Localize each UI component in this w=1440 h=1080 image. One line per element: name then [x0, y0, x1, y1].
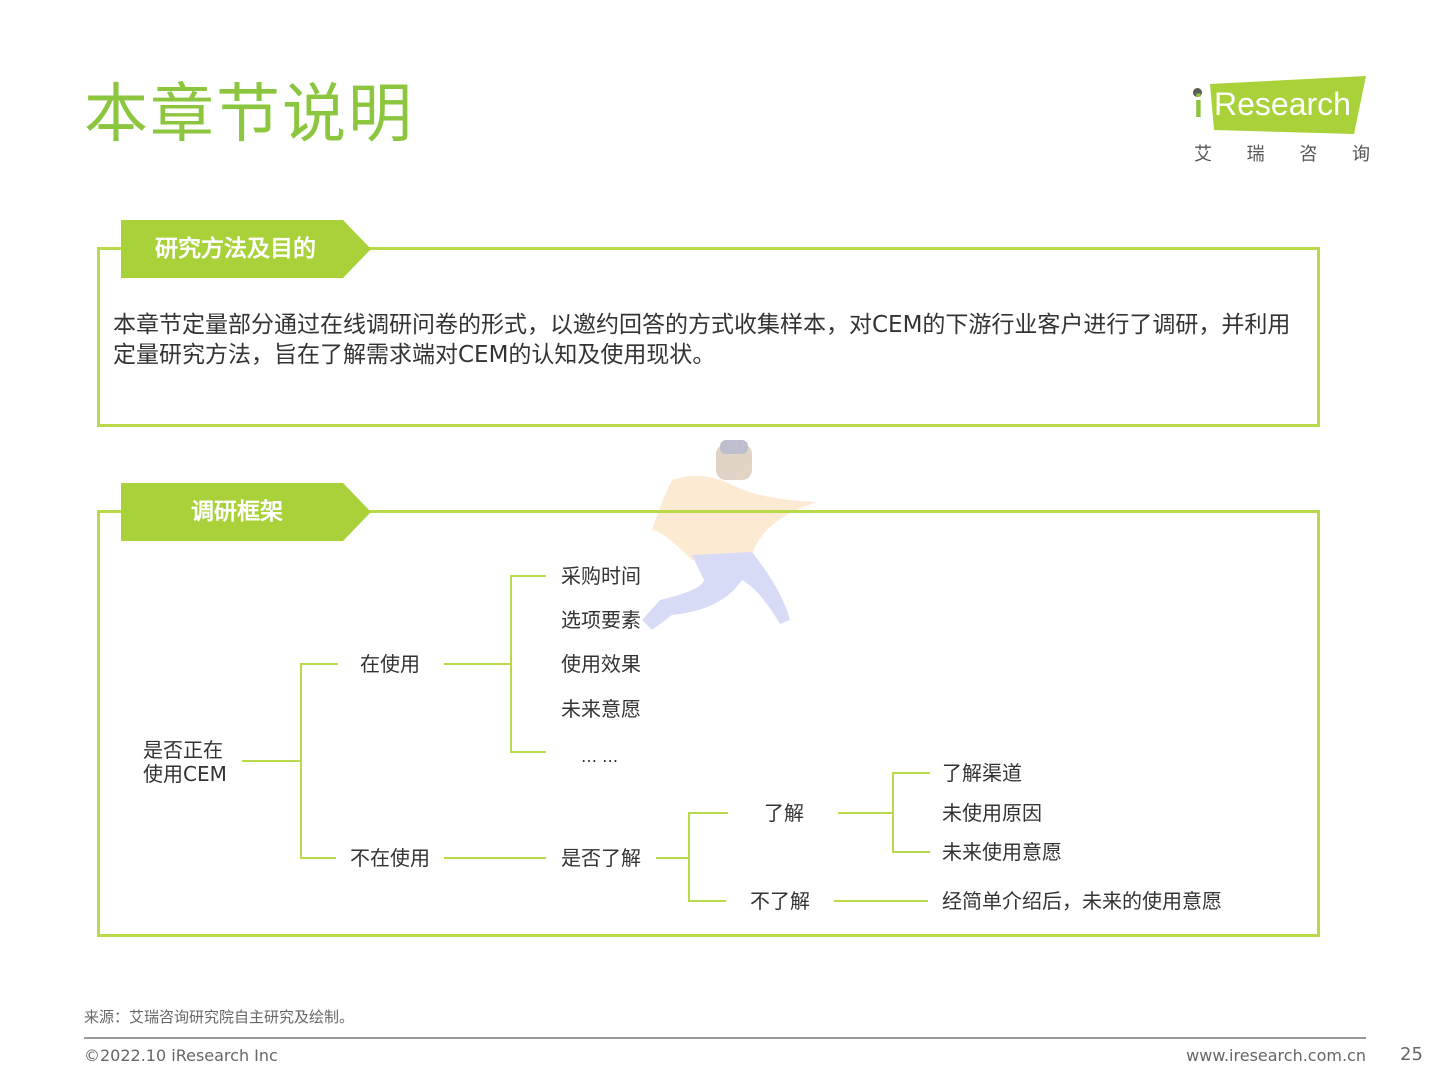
tree-connector [444, 663, 512, 665]
tree-leaf-intro-intent: 经简单介绍后，未来的使用意愿 [942, 889, 1222, 913]
tree-leaf-ellipsis: … … [581, 747, 619, 766]
tree-node-using: 在使用 [360, 652, 420, 676]
logo-sub-char: 艾 [1194, 144, 1212, 165]
logo-banner-shape [1210, 76, 1366, 134]
tree-connector [892, 851, 930, 853]
tree-connector [300, 663, 302, 859]
tree-node-not-know: 不了解 [750, 889, 810, 913]
tree-leaf-future-use-intent: 未来使用意愿 [942, 840, 1062, 864]
logo-dot-icon [1193, 88, 1202, 97]
tree-node-know: 了解 [764, 801, 804, 825]
method-purpose-tag-label: 研究方法及目的 [155, 236, 316, 262]
tree-node-know-question: 是否了解 [561, 846, 641, 870]
logo-sub-char: 咨 [1299, 144, 1318, 165]
research-framework-tag-label: 调研框架 [191, 499, 283, 525]
tree-connector [242, 760, 302, 762]
tree-leaf-unused-reason: 未使用原因 [942, 801, 1042, 825]
method-purpose-box [97, 247, 1320, 427]
tree-connector [838, 812, 894, 814]
tree-connector [688, 812, 728, 814]
logo-text: Research [1214, 86, 1351, 122]
tree-connector [688, 900, 726, 902]
tree-connector [300, 857, 336, 859]
tree-connector [892, 772, 930, 774]
tree-connector [444, 857, 546, 859]
website-link[interactable]: www.iresearch.com.cn [1186, 1046, 1366, 1065]
iresearch-logo: i Research 艾 瑞 咨 询 [1188, 74, 1370, 166]
tree-leaf-selection-factors: 选项要素 [561, 608, 641, 632]
tree-root-node: 是否正在 使用CEM [143, 738, 227, 786]
runner-illustration [642, 440, 817, 630]
research-framework-box [97, 510, 1320, 937]
logo-subtitle: 艾 瑞 咨 询 [1194, 140, 1370, 166]
tree-connector [510, 575, 512, 753]
tree-leaf-channel: 了解渠道 [942, 761, 1022, 785]
tree-connector [656, 857, 690, 859]
copyright: ©2022.10 iResearch Inc [84, 1046, 278, 1065]
tree-connector [688, 812, 690, 902]
tag-arrow-shape [121, 220, 371, 278]
logo-sub-char: 瑞 [1246, 144, 1265, 165]
tag-arrow-shape [121, 483, 371, 541]
source-note: 来源：艾瑞咨询研究院自主研究及绘制。 [84, 1008, 355, 1026]
tree-connector [892, 772, 894, 853]
page-number: 25 [1400, 1044, 1423, 1065]
tree-node-not-using: 不在使用 [350, 846, 430, 870]
tree-leaf-usage-effect: 使用效果 [561, 652, 641, 676]
tree-connector [510, 751, 546, 753]
tree-connector [510, 575, 546, 577]
method-purpose-tag: 研究方法及目的 [121, 220, 371, 278]
tree-connector [300, 663, 338, 665]
tree-leaf-purchase-time: 采购时间 [561, 564, 641, 588]
footer-divider [84, 1037, 1366, 1039]
logo-sub-char: 询 [1351, 144, 1370, 165]
logo-i: i [1194, 88, 1203, 124]
tree-leaf-future-intent: 未来意愿 [561, 697, 641, 721]
page-title: 本章节说明 [84, 78, 414, 152]
method-purpose-text: 本章节定量部分通过在线调研问卷的形式，以邀约回答的方式收集样本，对CEM的下游行… [113, 312, 1291, 368]
research-framework-tag: 调研框架 [121, 483, 371, 541]
tree-connector [834, 900, 928, 902]
